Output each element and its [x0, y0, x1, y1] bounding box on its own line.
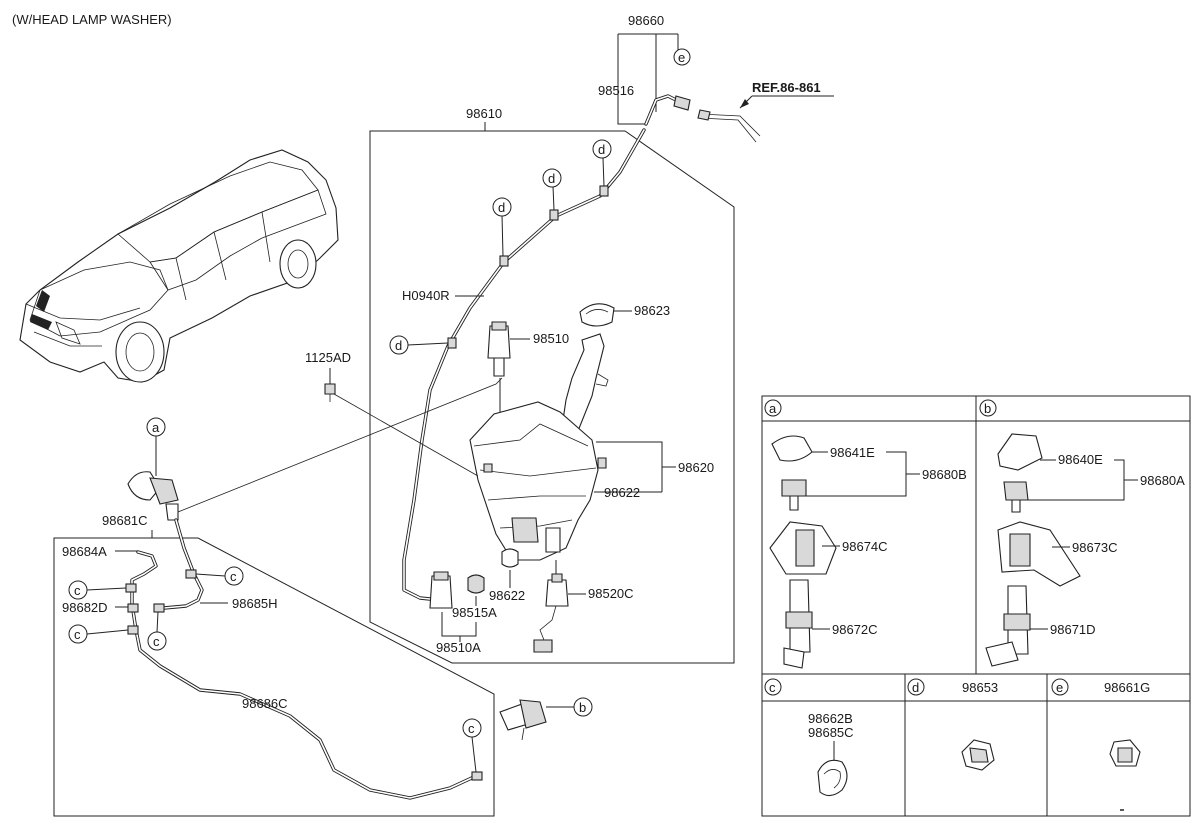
callout-d-2: [542, 168, 562, 188]
part-98680B: 98680B: [922, 467, 967, 482]
legend-cell-a: a 98641E 98680B 98674C 98672C: [764, 399, 967, 669]
part-98623: 98623: [634, 303, 670, 318]
part-98673C: 98673C: [1072, 540, 1118, 555]
legend-a-marker: [764, 399, 782, 417]
part-98515A: 98515A: [452, 605, 497, 620]
ref-label: REF.86-861: [752, 80, 821, 95]
part-98641E: 98641E: [830, 445, 875, 460]
callout-a-label: a: [152, 420, 160, 435]
part-98510: 98510: [533, 331, 569, 346]
part-98681C: 98681C: [102, 513, 148, 528]
legend-d-letter: d: [912, 680, 919, 695]
part-98674C: 98674C: [842, 539, 888, 554]
clip-d-group: d d d d: [389, 139, 612, 355]
part-98516: 98516: [598, 83, 634, 98]
legend-cell-c: c 98662B 98685C: [764, 678, 854, 797]
part-98653: 98653: [962, 680, 998, 695]
callout-d-2-label: d: [548, 171, 555, 186]
callout-c-5-label: c: [468, 721, 475, 736]
part-98686C: 98686C: [242, 696, 288, 711]
reservoir-assembly-frame: 98610 d d d d H0940R 98623: [177, 106, 735, 664]
callout-c-1-label: c: [74, 583, 81, 598]
legend-cell-e: e 98661G: [1051, 678, 1150, 811]
part-98620: 98620: [678, 460, 714, 475]
callout-e-top: [673, 48, 691, 66]
part-98661G: 98661G: [1104, 680, 1150, 695]
headlamp-washer-frame: 98681C a 98684A c 98682D c c: [53, 417, 593, 817]
vehicle-illustration: [19, 149, 339, 383]
legend-e-letter: e: [1056, 680, 1063, 695]
callout-c-2-label: c: [74, 627, 81, 642]
part-98671D: 98671D: [1050, 622, 1096, 637]
part-98684A: 98684A: [62, 544, 107, 559]
legend-c-marker: [764, 678, 782, 696]
legend-cell-b: b 98640E 98680A 98673C 98671D: [979, 399, 1185, 667]
legend-a-letter: a: [769, 401, 777, 416]
part-98662B: 98662B: [808, 711, 853, 726]
legend-d-marker: [907, 678, 925, 696]
legend-b-marker: [979, 399, 997, 417]
part-98672C: 98672C: [832, 622, 878, 637]
part-98520C: 98520C: [588, 586, 634, 601]
callout-d-1-label: d: [598, 142, 605, 157]
part-H0940R: H0940R: [402, 288, 450, 303]
callout-e-top-label: e: [678, 50, 685, 65]
variant-note: (W/HEAD LAMP WASHER): [12, 12, 172, 27]
callout-d-1: [592, 139, 612, 159]
legend-cell-d: d 98653: [907, 678, 998, 771]
callout-c-3-label: c: [153, 634, 160, 649]
callout-b-label: b: [579, 700, 586, 715]
part-98685C: 98685C: [808, 725, 854, 740]
callout-d-4-label: d: [395, 338, 402, 353]
part-98660: 98660: [628, 13, 664, 28]
callout-d-4: [389, 335, 409, 355]
callout-c-4-label: c: [230, 569, 237, 584]
part-98622a: 98622: [604, 485, 640, 500]
part-98622b: 98622: [489, 588, 525, 603]
reference-area: 98660 98516 e REF.86-861: [598, 13, 834, 143]
part-98685H: 98685H: [232, 596, 278, 611]
legend-e-marker: [1051, 678, 1069, 696]
part-98680A: 98680A: [1140, 473, 1185, 488]
part-98510A: 98510A: [436, 640, 481, 655]
part-1125AD: 1125AD: [305, 350, 351, 365]
part-98682D: 98682D: [62, 600, 108, 615]
legend-b-letter: b: [984, 401, 991, 416]
legend-c-letter: c: [769, 680, 776, 695]
part-98610: 98610: [466, 106, 502, 121]
callout-d-3: [492, 197, 512, 217]
part-98640E: 98640E: [1058, 452, 1103, 467]
callout-d-3-label: d: [498, 200, 505, 215]
legend-table: a 98641E 98680B 98674C 98672C b 9864: [761, 395, 1191, 817]
